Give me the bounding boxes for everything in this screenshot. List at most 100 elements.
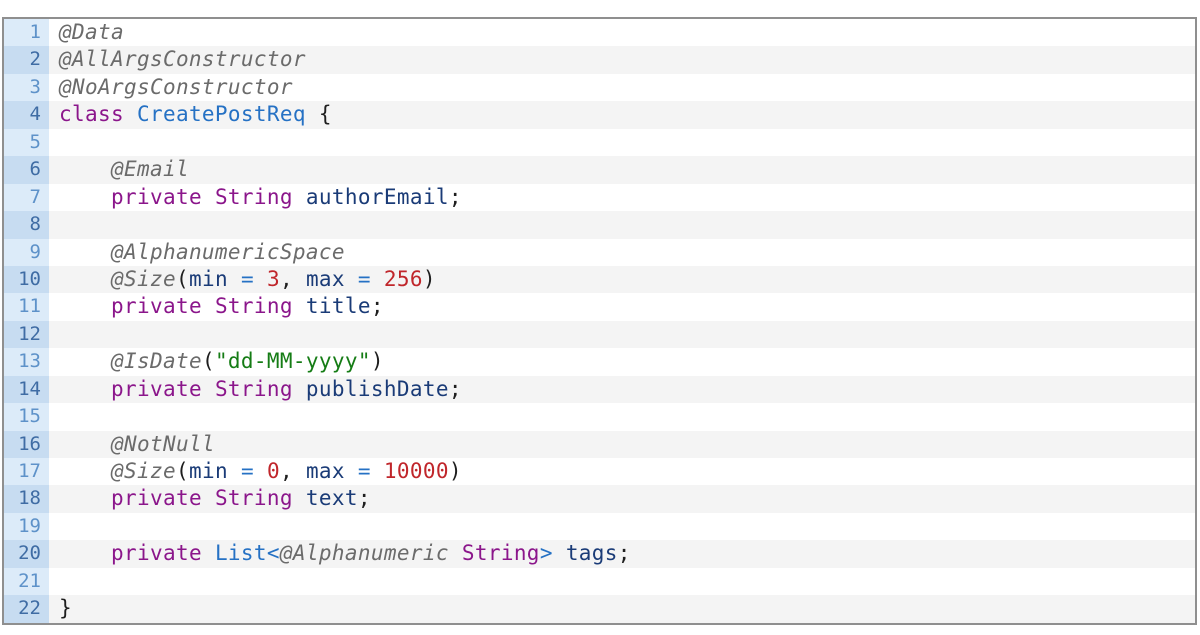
code-token: >	[539, 541, 553, 566]
code-line: 2 @AllArgsConstructor	[4, 46, 1195, 74]
line-number: 20	[4, 540, 49, 568]
line-number: 7	[4, 183, 49, 212]
line-content	[49, 567, 1195, 596]
code-token: private	[110, 294, 202, 319]
line-content: @Size(min = 0, max = 10000)	[49, 458, 1195, 486]
code-token: (	[175, 459, 189, 483]
line-number: 8	[4, 211, 49, 239]
line-number: 21	[4, 567, 49, 596]
code-line: 1 @Data	[4, 19, 1195, 47]
line-content: private String text;	[49, 485, 1195, 513]
code-line: 7 private String authorEmail;	[4, 183, 1195, 212]
code-token: )	[370, 349, 384, 374]
code-line: 21	[4, 567, 1195, 596]
line-number: 15	[4, 403, 49, 431]
code-token: min	[188, 459, 228, 483]
line-content	[49, 320, 1195, 349]
code-line: 18 private String text;	[4, 485, 1195, 513]
code-line: 22 }	[4, 595, 1195, 623]
code-token: <	[266, 541, 280, 566]
line-content: }	[49, 595, 1195, 623]
code-token	[293, 267, 306, 291]
code-lines: 1 @Data 2 @AllArgsConstructor 3 @NoArgsC…	[4, 19, 1195, 623]
code-token: publishDate	[305, 376, 449, 401]
line-content: @Email	[49, 156, 1195, 184]
code-editor: 1 @Data 2 @AllArgsConstructor 3 @NoArgsC…	[2, 17, 1197, 625]
code-token	[59, 432, 111, 456]
code-line: 11 private String title;	[4, 293, 1195, 321]
line-number: 6	[4, 156, 49, 184]
line-content: private String authorEmail;	[49, 183, 1195, 212]
line-content	[49, 403, 1195, 431]
code-token	[293, 377, 306, 401]
code-token: title	[305, 294, 371, 319]
line-content: @NoArgsConstructor	[49, 73, 1195, 102]
line-number: 22	[4, 595, 49, 623]
code-line: 19	[4, 512, 1195, 541]
code-token: 256	[383, 266, 423, 291]
line-content: private List<@Alphanumeric String> tags;	[49, 540, 1195, 568]
code-line: 9 @AlphanumericSpace	[4, 238, 1195, 266]
line-content	[49, 512, 1195, 541]
code-line: 20 private List<@Alphanumeric String> ta…	[4, 540, 1195, 568]
code-token: 0	[266, 459, 280, 483]
code-token	[59, 157, 111, 181]
line-number: 17	[4, 458, 49, 486]
code-token: CreatePostReq	[136, 102, 306, 127]
code-token	[202, 541, 215, 565]
code-token: @IsDate	[110, 349, 202, 374]
code-token: String	[461, 541, 540, 566]
code-token	[293, 185, 306, 209]
code-token: private	[110, 541, 202, 566]
code-token: =	[240, 459, 254, 483]
code-token: ;	[370, 294, 384, 319]
line-content: @AlphanumericSpace	[49, 238, 1195, 266]
code-token	[254, 459, 267, 483]
code-token	[371, 267, 384, 291]
code-token: ;	[357, 486, 371, 511]
code-token	[228, 459, 241, 483]
line-number: 13	[4, 348, 49, 376]
code-token	[59, 377, 111, 401]
code-token: tags	[565, 541, 618, 566]
line-content: private String title;	[49, 293, 1195, 321]
code-token: 3	[266, 266, 280, 291]
line-content: @Size(min = 3, max = 256)	[49, 265, 1195, 294]
code-line: 15	[4, 403, 1195, 431]
code-token: "dd-MM-yyyy"	[214, 349, 371, 374]
code-token	[59, 185, 111, 209]
line-number: 4	[4, 101, 49, 129]
code-token: String	[214, 294, 293, 319]
code-line: 3 @NoArgsConstructor	[4, 73, 1195, 102]
code-token: max	[305, 459, 345, 483]
code-token: private	[110, 184, 202, 209]
code-line: 4 class CreatePostReq {	[4, 101, 1195, 129]
code-token	[449, 541, 462, 565]
code-token: @Alphanumeric	[279, 541, 449, 566]
code-line: 17 @Size(min = 0, max = 10000)	[4, 458, 1195, 486]
line-content: private String publishDate;	[49, 375, 1195, 404]
code-token	[59, 349, 111, 373]
code-token: text	[305, 486, 358, 511]
code-token: ,	[279, 459, 293, 483]
code-token	[59, 294, 111, 318]
line-number: 19	[4, 512, 49, 541]
code-line: 13 @IsDate("dd-MM-yyyy")	[4, 348, 1195, 376]
code-token: ;	[448, 376, 462, 401]
line-number: 10	[4, 265, 49, 294]
code-token	[59, 459, 111, 483]
code-line: 5	[4, 128, 1195, 157]
code-token	[293, 486, 306, 510]
line-content: @IsDate("dd-MM-yyyy")	[49, 348, 1195, 376]
code-token: {	[318, 102, 332, 127]
code-token: @Size	[110, 459, 176, 483]
code-token: @NotNull	[110, 431, 215, 456]
line-content	[49, 128, 1195, 157]
code-token: min	[188, 266, 228, 291]
code-token	[371, 459, 384, 483]
code-token	[59, 486, 111, 510]
line-number: 5	[4, 128, 49, 157]
line-number: 9	[4, 238, 49, 266]
code-token: ;	[448, 184, 462, 209]
line-number: 14	[4, 375, 49, 404]
